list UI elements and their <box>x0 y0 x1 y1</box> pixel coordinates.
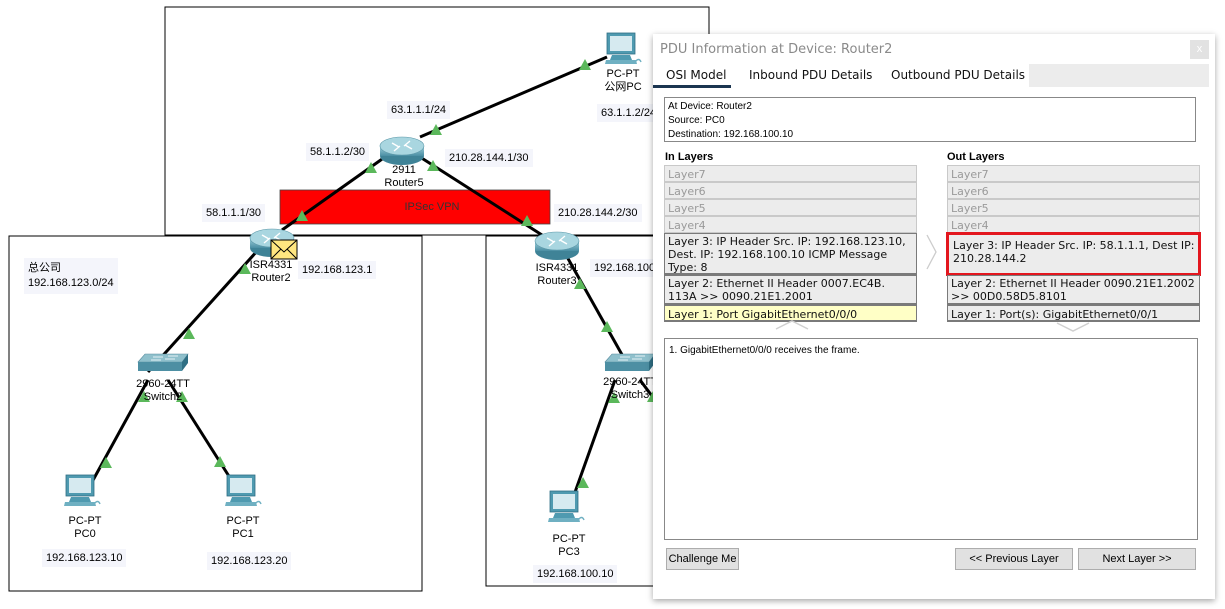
ipsec-vpn-bar[interactable] <box>279 189 551 225</box>
publicpc-icon[interactable] <box>604 32 642 65</box>
link-switch3-pc3 <box>572 379 617 496</box>
tab-osi-model[interactable]: OSI Model <box>666 68 727 82</box>
tab-bar: OSI Model Inbound PDU Details Outbound P… <box>653 64 1215 88</box>
in-layers-title: In Layers <box>665 151 714 163</box>
ip-label-r2-wan: 58.1.1.1/30 <box>202 204 266 222</box>
hq-area <box>8 235 423 592</box>
tab-inbound-pdu-details[interactable]: Inbound PDU Details <box>749 68 873 82</box>
layer-description-text: 1. GigabitEthernet0/0/0 receives the fra… <box>669 345 860 356</box>
pdu-summary-box: At Device: Router2 Source: PC0 Destinati… <box>664 97 1196 142</box>
pc3-model: PC-PT <box>552 533 586 545</box>
active-tab-indicator <box>653 85 731 88</box>
pc1-icon[interactable] <box>224 474 262 507</box>
pc1-model: PC-PT <box>226 515 260 527</box>
router2-name: Router2 <box>251 272 291 284</box>
switch3-name: Switch3 <box>610 389 650 401</box>
tab-outbound-pdu-details[interactable]: Outbound PDU Details <box>891 68 1026 82</box>
router3-model: ISR4331 <box>535 262 579 274</box>
hq-subnet: 192.168.123.0/24 <box>28 277 114 289</box>
chevron-down-icon[interactable] <box>1056 322 1090 332</box>
destination-text: Destination: 192.168.100.10 <box>668 129 794 140</box>
pc0-name: PC0 <box>74 528 96 540</box>
publicpc-model: PC-PT <box>606 68 640 80</box>
ip-label-r5-right: 210.28.144.1/30 <box>445 149 533 167</box>
out-layers-title: Out Layers <box>947 151 1005 163</box>
in-layer-5[interactable]: Layer5 <box>664 199 917 216</box>
pc0-model: PC-PT <box>68 515 102 527</box>
hq-network-note: 总公司 192.168.123.0/24 <box>24 258 118 294</box>
link-router2-switch2 <box>146 248 260 374</box>
out-layer-2[interactable]: Layer 2: Ethernet II Header 0090.21E1.20… <box>947 275 1200 305</box>
link-switch2-pc0 <box>90 379 150 483</box>
router5-name: Router5 <box>384 177 424 189</box>
publicpc-name: 公网PC <box>604 81 642 93</box>
link-router3-switch3 <box>564 254 627 361</box>
switch3-model: 2960-24TT <box>603 376 657 388</box>
link-router5-publicpc <box>419 55 608 139</box>
router3-name: Router3 <box>537 275 577 287</box>
out-layer-7[interactable]: Layer7 <box>947 165 1200 182</box>
layer-description-box: 1. GigabitEthernet0/0/0 receives the fra… <box>664 338 1198 540</box>
switch2-name: Switch2 <box>143 391 183 403</box>
out-layer-5[interactable]: Layer5 <box>947 199 1200 216</box>
tab-bar-filler <box>1029 64 1209 87</box>
out-layer-4[interactable]: Layer4 <box>947 216 1200 233</box>
pc3-name: PC3 <box>558 546 580 558</box>
next-layer-button[interactable]: Next Layer >> <box>1078 548 1196 570</box>
hq-name: 总公司 <box>28 262 61 274</box>
in-layer-7[interactable]: Layer7 <box>664 165 917 182</box>
ip-label-r3-lan: 192.168.100 <box>590 259 660 277</box>
pdu-info-dialog: PDU Information at Device: Router2 x OSI… <box>653 34 1215 599</box>
in-layer-3[interactable]: Layer 3: IP Header Src. IP: 192.168.123.… <box>664 233 917 275</box>
pdu-envelope-icon[interactable] <box>270 239 298 260</box>
switch3-icon[interactable] <box>604 353 656 372</box>
challenge-me-button[interactable]: Challenge Me <box>666 548 739 570</box>
out-layer-3[interactable]: Layer 3: IP Header Src. IP: 58.1.1.1, De… <box>946 232 1201 276</box>
at-device-text: At Device: Router2 <box>668 101 752 112</box>
ip-label-pc0: 192.168.123.10 <box>42 549 127 567</box>
previous-layer-button[interactable]: << Previous Layer <box>955 548 1073 570</box>
pc3-icon[interactable] <box>547 490 585 523</box>
link-router5-router3 <box>419 155 543 237</box>
pc1-name: PC1 <box>232 528 254 540</box>
close-button[interactable]: x <box>1190 40 1209 59</box>
ip-label-pc3: 192.168.100.10 <box>533 565 618 583</box>
ip-label-r5-left: 58.1.1.2/30 <box>306 143 370 161</box>
ip-label-r5-public: 63.1.1.1/24 <box>387 101 451 119</box>
source-text: Source: PC0 <box>668 115 725 126</box>
out-layer-6[interactable]: Layer6 <box>947 182 1200 199</box>
ip-label-r2-lan: 192.168.123.1 <box>298 261 377 279</box>
ip-label-public-pc: 63.1.1.2/24 <box>597 104 661 122</box>
chevron-right-icon <box>926 234 937 270</box>
in-layer-6[interactable]: Layer6 <box>664 182 917 199</box>
switch2-model: 2960-24TT <box>136 378 190 390</box>
ip-label-pc1: 192.168.123.20 <box>207 552 292 570</box>
out-layer-1[interactable]: Layer 1: Port(s): GigabitEthernet0/0/1 <box>947 305 1200 322</box>
chevron-up-icon[interactable] <box>775 320 809 330</box>
router5-icon[interactable] <box>379 136 425 166</box>
dialog-title: PDU Information at Device: Router2 <box>660 42 893 57</box>
ip-label-r3-wan: 210.28.144.2/30 <box>554 204 642 222</box>
vpn-label: IPSec VPN <box>404 201 459 213</box>
in-layer-4[interactable]: Layer4 <box>664 216 917 233</box>
router2-model: ISR4331 <box>249 259 293 271</box>
close-icon: x <box>1196 43 1203 55</box>
in-layer-2[interactable]: Layer 2: Ethernet II Header 0007.EC4B. 1… <box>664 275 917 305</box>
router5-model: 2911 <box>392 164 416 176</box>
switch2-icon[interactable] <box>137 353 189 372</box>
router3-icon[interactable] <box>534 231 580 261</box>
